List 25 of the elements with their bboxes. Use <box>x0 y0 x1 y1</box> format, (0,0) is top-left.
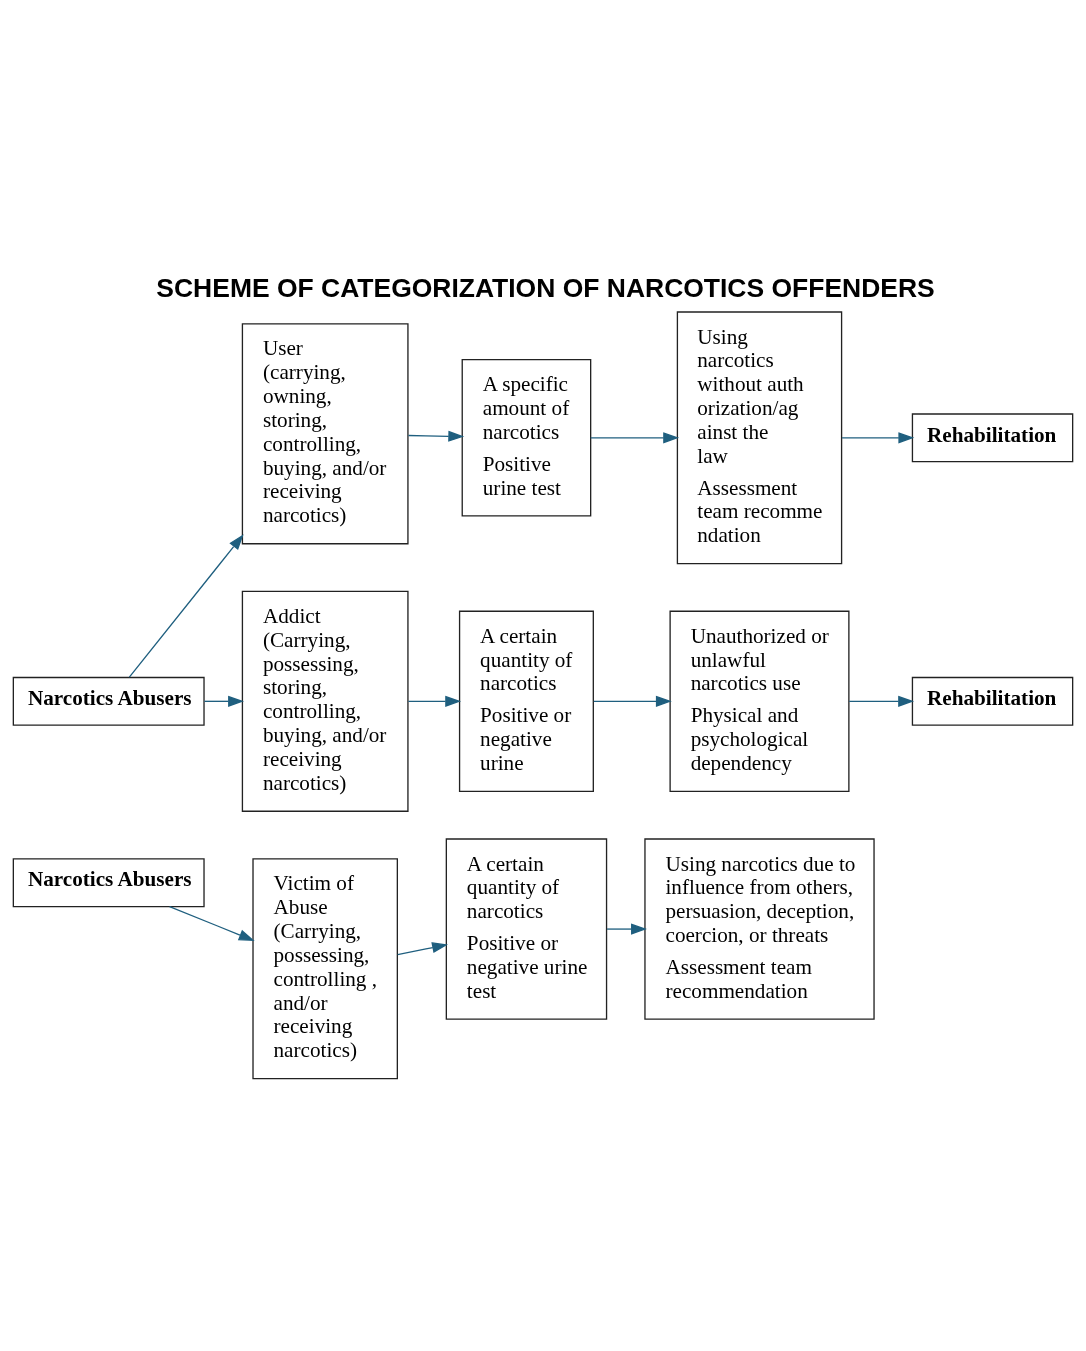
node-box: Rehabilitation <box>911 676 1074 726</box>
node-box: A certain quantity of narcotics Positive or negative urine <box>458 610 594 792</box>
node-box: A certain quantity of narcotics Positive or negative urine test <box>445 838 608 1020</box>
diagram-title: SCHEME OF CATEGORIZATION OF NARCOTICS OFFENDERS <box>156 273 935 304</box>
node-box: Narcotics Abusers <box>12 858 205 908</box>
arrow <box>407 430 465 442</box>
arrow <box>168 906 255 941</box>
arrow <box>848 695 915 707</box>
arrow <box>128 534 244 678</box>
arrow <box>203 695 244 707</box>
node-box: Unauthorized or unlawful narcotics use Physical and psychological dependency <box>669 610 850 792</box>
node-box: Narcotics Abusers <box>12 676 205 726</box>
arrow <box>593 695 672 707</box>
node-box: Addict (Carrying, possessing, storing, controlling, buying, and/or receiving narcotics) <box>241 590 409 812</box>
node-box: Rehabilitation <box>911 413 1074 463</box>
node-box: A specific amount of narcotics Positive urine test <box>461 359 592 517</box>
arrow <box>606 923 647 935</box>
arrow <box>841 432 915 444</box>
node-box: Victim of Abuse (Carrying, possessing, controlling , and/or receiving narcotics) <box>252 858 398 1080</box>
node-box: User (carrying, owning, storing, controlling, buying, and/or receiving narcotics) <box>241 323 409 545</box>
arrow <box>407 695 462 707</box>
node-box: Using narcotics without authorization/against the law Assessment team recommendation <box>676 311 843 565</box>
arrow <box>590 432 680 444</box>
arrow <box>397 942 448 956</box>
node-box: Using narcotics due to influence from others, persuasion, deception, coercion, or threats Assessment team recommendation <box>644 838 875 1020</box>
